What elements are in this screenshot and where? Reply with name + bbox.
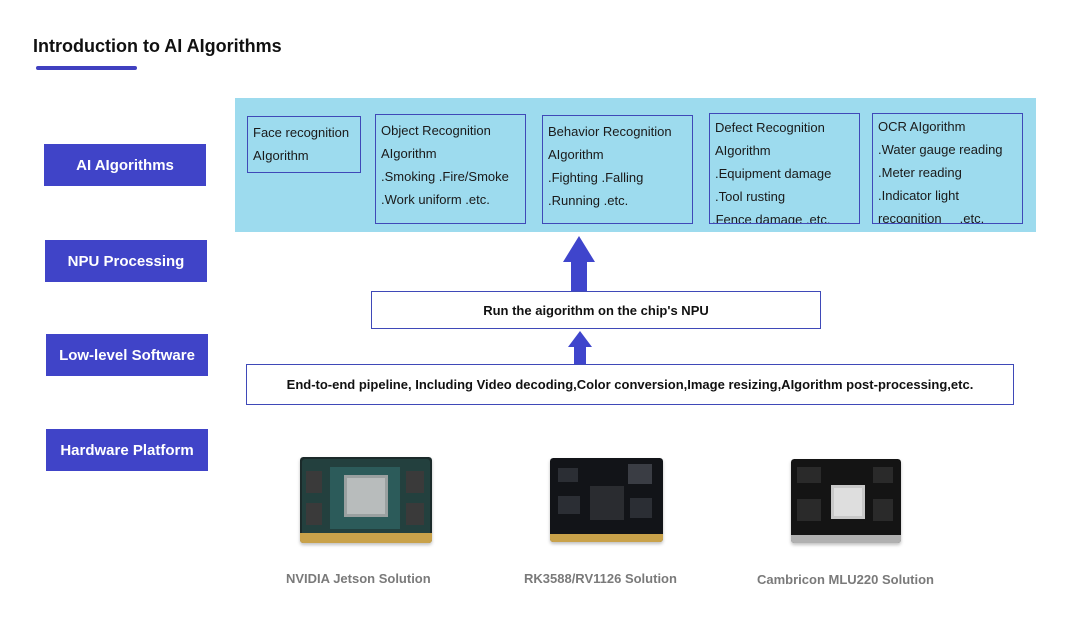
algorithm-line: .Fighting .Falling [548,170,644,185]
algorithm-line: recognition .etc. [878,211,985,224]
algorithm-line: Face recognition [253,125,350,140]
title-underline [36,66,137,70]
layer-label-npu-processing: NPU Processing [45,240,207,282]
algorithm-line: .Meter reading [878,165,962,180]
arrow-up-icon [568,331,592,364]
algorithm-box-object-recognition: Object Recognition AIgorithm .Smoking .F… [375,114,526,224]
algorithm-line: .Tool rusting [715,189,786,204]
algorithm-line: AIgorithm [381,146,437,161]
layer-label-hardware-platform: Hardware Platform [46,429,208,471]
hardware-caption-rockchip: RK3588/RV1126 Solution [524,571,677,586]
algorithm-line: Object Recognition [381,123,491,138]
algorithm-line: Behavior Recognition [548,124,672,139]
algorithm-line: .Indicator light [878,188,959,203]
algorithm-box-defect-recognition: Defect Recognition AIgorithm .Equipment … [709,113,860,224]
algorithm-line: Defect Recognition [715,120,825,135]
algorithm-line: .Water gauge reading [878,142,1003,157]
cambricon-module-image [791,459,901,543]
algorithm-line: .Work uniform .etc. [381,192,490,207]
algorithm-box-ocr: OCR AIgorithm .Water gauge reading .Mete… [872,113,1023,224]
algorithm-line: .Equipment damage [715,166,832,181]
algorithms-panel: Face recognition AIgorithm Object Recogn… [235,98,1036,232]
algorithm-box-behavior-recognition: Behavior Recognition AIgorithm .Fighting… [542,115,693,224]
layer-label-low-level-software: Low-level Software [46,334,208,376]
hardware-caption-nvidia: NVIDIA Jetson Solution [286,571,431,586]
algorithm-line: .Fence damage .etc. [712,212,831,224]
arrow-up-icon [563,236,595,292]
pipeline-box: End-to-end pipeline, Including Video dec… [246,364,1014,405]
page-title: Introduction to AI AIgorithms [33,36,282,56]
algorithm-line: AIgorithm [548,147,604,162]
layer-label-ai-algorithms: AI AIgorithms [44,144,206,186]
algorithm-line: .Smoking .Fire/Smoke [381,169,509,184]
algorithm-line: AIgorithm [253,148,309,163]
algorithm-line: OCR AIgorithm [878,119,966,134]
algorithm-line: .Running .etc. [548,193,629,208]
hardware-caption-cambricon: Cambricon MLU220 Solution [757,572,934,587]
rockchip-module-image [550,458,663,542]
algorithm-box-face-recognition: Face recognition AIgorithm [247,116,361,173]
algorithm-line: AIgorithm [715,143,771,158]
npu-box: Run the aigorithm on the chip's NPU [371,291,821,329]
nvidia-jetson-module-image [300,457,432,543]
